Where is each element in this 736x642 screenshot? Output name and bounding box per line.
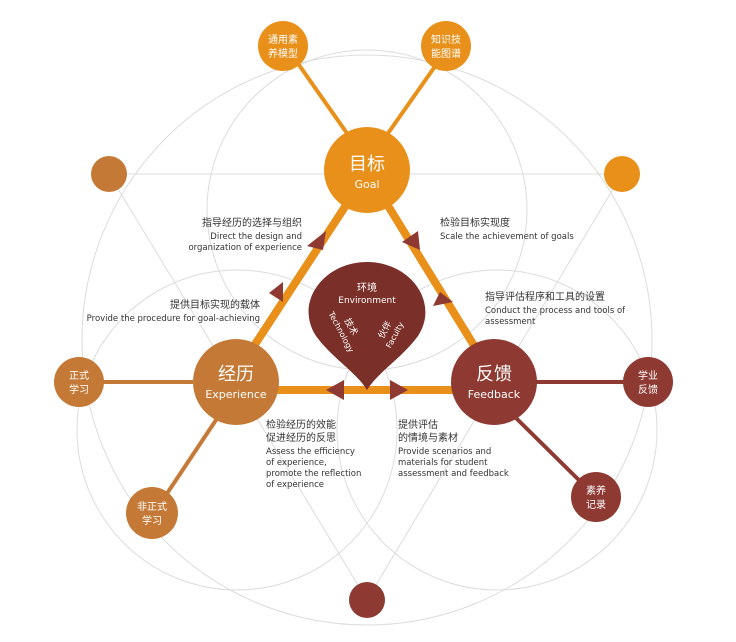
caption-en-1: Conduct the process and tools of	[485, 306, 626, 316]
caption-en-1: Provide the procedure for goal-achieving	[87, 314, 260, 324]
edge-goal-experience	[246, 192, 356, 356]
caption-en-2: assessment	[485, 317, 536, 327]
node-goal-zh: 目标	[349, 154, 385, 175]
background-grid	[76, 49, 658, 626]
arrow-goal-to-feedback	[433, 292, 453, 306]
decorative-dot-bottom	[349, 582, 385, 618]
satellite-label-2: 能图谱	[431, 47, 461, 60]
caption-zh-2: 的情境与素材	[398, 431, 458, 444]
caption-en-3: assessment and feedback	[398, 469, 509, 479]
grid-circle-feedback	[336, 269, 658, 591]
caption-guide-evaluation: 指导评估程序和工具的设置 Conduct the process and too…	[485, 290, 626, 327]
arrow-experience-to-goal	[269, 282, 283, 302]
caption-en-1: Direct the design and	[210, 232, 302, 242]
satellite-knowledge-map: 知识技 能图谱	[421, 21, 471, 71]
caption-zh: 指导评估程序和工具的设置	[485, 290, 605, 303]
satellite-label-1: 素养	[586, 484, 606, 497]
satellite-label-1: 知识技	[431, 33, 461, 46]
satellite-formal-learning: 正式 学习	[54, 357, 104, 407]
arrow-feedback-to-goal	[402, 231, 420, 250]
caption-en-3: promote the reflection	[266, 469, 361, 479]
node-feedback-en: Feedback	[468, 388, 521, 401]
satellite-label-2: 学习	[142, 514, 162, 527]
node-experience-zh: 经历	[218, 364, 254, 385]
caption-en-2: of experience,	[266, 458, 327, 468]
node-goal-en: Goal	[354, 178, 379, 191]
decorative-dot-left	[91, 156, 127, 192]
grid-circle-experience	[76, 269, 398, 591]
satellite-label-2: 学习	[69, 383, 89, 396]
satellite-label-1: 学业	[638, 369, 658, 382]
caption-en-4: of experience	[266, 480, 324, 490]
center-environment-zh: 环境	[357, 281, 377, 294]
caption-en-1: Provide scenarios and	[398, 447, 491, 457]
caption-zh-2: 促进经历的反思	[266, 431, 336, 444]
arrowheads	[269, 231, 453, 400]
satellite-academic-feedback: 学业 反馈	[623, 357, 673, 407]
caption-zh-1: 检验经历的效能	[266, 418, 336, 431]
satellite-label-2: 记录	[586, 499, 606, 511]
node-feedback: 反馈 Feedback	[451, 339, 537, 425]
center-environment-en: Environment	[338, 296, 396, 306]
connector-literacy-record	[514, 416, 592, 493]
edge-goal-feedback	[378, 192, 482, 356]
node-goal: 目标 Goal	[324, 127, 410, 213]
satellite-label-2: 反馈	[638, 383, 658, 396]
node-experience-en: Experience	[205, 388, 267, 401]
node-feedback-zh: 反馈	[476, 364, 512, 385]
decorative-dot-right	[604, 156, 640, 192]
satellite-general-literacy: 通用素 养模型	[258, 21, 308, 71]
caption-guide-experience: 指导经历的选择与组织 Direct the design and organiz…	[188, 216, 302, 253]
arrow-feedback-to-experience	[326, 380, 344, 400]
caption-zh: 指导经历的选择与组织	[202, 216, 302, 229]
satellite-label-2: 养模型	[268, 47, 298, 60]
satellite-literacy-record: 素养 记录	[571, 472, 621, 522]
center-shape	[308, 262, 426, 390]
caption-en-2: organization of experience	[188, 243, 302, 253]
caption-zh: 检验目标实现度	[440, 216, 510, 229]
caption-scale-goals: 检验目标实现度 Scale the achievement of goals	[440, 216, 574, 242]
satellite-label-1: 非正式	[137, 500, 167, 513]
caption-provide-carrier: 提供目标实现的载体 Provide the procedure for goal…	[87, 298, 260, 324]
main-triangle	[246, 192, 482, 394]
satellite-informal-learning: 非正式 学习	[126, 487, 178, 539]
satellite-label-1: 正式	[69, 369, 89, 382]
outer-ring	[81, 54, 653, 626]
node-experience: 经历 Experience	[193, 339, 279, 425]
connector-general-literacy	[290, 53, 353, 141]
arrow-goal-to-experience	[307, 231, 326, 250]
center-core: 环境 Environment 技术 Technology 伙伴 Faculty	[308, 262, 426, 390]
satellite-label-1: 通用素	[268, 33, 298, 46]
caption-zh: 提供目标实现的载体	[170, 298, 260, 311]
connector-informal-learning	[156, 415, 220, 509]
caption-en-1: Scale the achievement of goals	[440, 232, 574, 242]
arrow-experience-to-feedback	[390, 380, 408, 400]
caption-zh-1: 提供评估	[398, 418, 438, 431]
connector-knowledge-map	[382, 53, 445, 141]
caption-check-efficiency: 检验经历的效能 促进经历的反思 Assess the efficiency of…	[266, 418, 361, 490]
caption-en-2: materials for student	[398, 458, 488, 468]
caption-provide-scenarios: 提供评估 的情境与素材 Provide scenarios and materi…	[398, 418, 509, 479]
caption-en-1: Assess the efficiency	[266, 447, 355, 457]
